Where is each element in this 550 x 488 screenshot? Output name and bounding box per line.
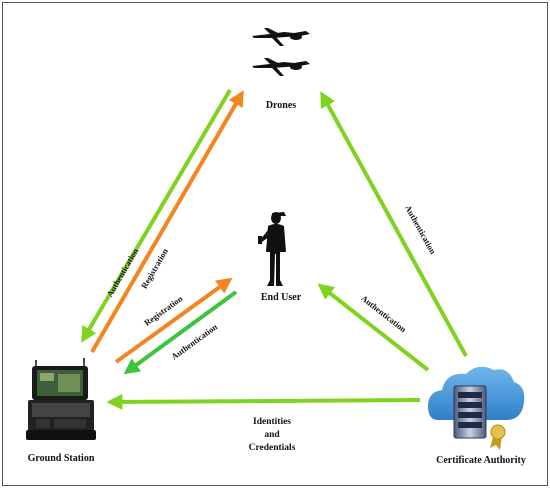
drone-icon [252, 28, 310, 76]
ca-gs-label-line1: Identities [253, 417, 291, 427]
ca-gs-arrow [106, 393, 421, 410]
gs-drones-auth-label: Authentication [104, 246, 140, 298]
person-icon [258, 212, 286, 286]
ca-gs-label-line2: and [264, 430, 280, 440]
laptop-case-icon [26, 358, 96, 440]
certificate-badge-icon [490, 424, 506, 450]
end-user-label: End User [261, 292, 302, 303]
ca-drones-auth-arrow [320, 91, 468, 357]
certificate-authority-label: Certificate Authority [436, 455, 526, 466]
ca-gs-label-line3: Credentials [249, 443, 296, 453]
ca-user-auth-label: Authentication [359, 293, 408, 334]
gs-drones-auth-arrow [81, 88, 232, 343]
drones-label: Drones [266, 100, 296, 111]
cloud-server-icon [428, 366, 525, 439]
gs-user-reg-arrow [114, 277, 233, 364]
user-gs-auth-arrow [123, 290, 238, 375]
gs-drones-reg-label: Registration [139, 246, 170, 290]
gs-user-reg-label: Registration [142, 293, 184, 328]
gs-drones-reg-arrow [90, 90, 244, 354]
ca-user-auth-arrow [317, 283, 430, 372]
ground-station-label: Ground Station [28, 453, 95, 464]
user-gs-auth-label: Authentication [169, 321, 219, 361]
